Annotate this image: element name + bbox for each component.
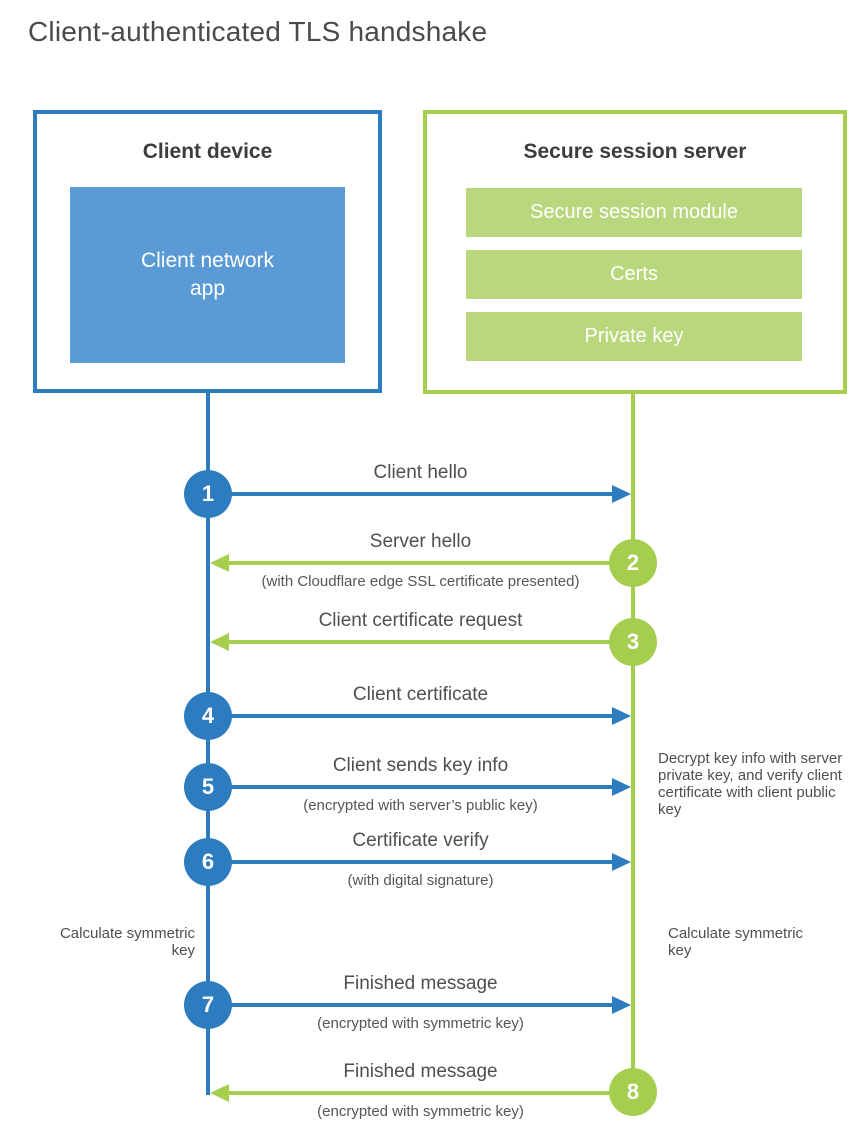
step-1-label: Client hello (373, 462, 468, 483)
client-network-app-label: Client network app (140, 249, 275, 300)
server-lifeline (631, 393, 635, 1092)
step-7-label: Finished message (343, 973, 498, 994)
step-2-label: Server hello (369, 531, 472, 552)
step-8-arrow (210, 1084, 633, 1102)
server-private-key-bar: Private key (466, 312, 802, 361)
arrow-shaft (226, 561, 633, 565)
arrowhead-left-icon (210, 633, 229, 651)
arrowhead-right-icon (612, 996, 631, 1014)
step-2-arrow (210, 554, 633, 572)
arrow-shaft (208, 1003, 615, 1007)
secure-session-server-box: Secure session server Secure session mod… (423, 110, 847, 394)
server-module-bar: Secure session module (466, 188, 802, 237)
client-lifeline (206, 392, 210, 1095)
arrow-shaft (208, 714, 615, 718)
arrowhead-right-icon (612, 707, 631, 725)
arrow-shaft (208, 860, 615, 864)
step-3-badge: 3 (609, 618, 657, 666)
step-6-arrow (208, 853, 631, 871)
step-4-arrow (208, 707, 631, 725)
step-4-badge: 4 (184, 692, 232, 740)
calc-symmetric-key-note-left: Calculate symmetric key (59, 925, 195, 959)
step-3-label: Client certificate request (318, 610, 523, 631)
step-6-label: Certificate verify (352, 830, 489, 851)
client-device-box: Client device Client network app (33, 110, 382, 393)
step-5-label: Client sends key info (332, 755, 509, 776)
arrow-shaft (208, 492, 615, 496)
step-8-badge: 8 (609, 1068, 657, 1116)
arrowhead-left-icon (210, 554, 229, 572)
arrow-shaft (208, 785, 615, 789)
step-1-badge: 1 (184, 470, 232, 518)
step-5-badge: 5 (184, 763, 232, 811)
arrowhead-right-icon (612, 778, 631, 796)
step-2-sublabel: (with Cloudflare edge SSL certificate pr… (261, 573, 580, 590)
client-network-app-box: Client network app (70, 187, 345, 363)
step-6-badge: 6 (184, 838, 232, 886)
decrypt-note: Decrypt key info with server private key… (658, 750, 843, 818)
step-4-label: Client certificate (352, 684, 489, 705)
step-5-arrow (208, 778, 631, 796)
step-7-badge: 7 (184, 981, 232, 1029)
arrowhead-left-icon (210, 1084, 229, 1102)
calc-symmetric-key-note-right: Calculate symmetric key (668, 925, 804, 959)
step-1-arrow (208, 485, 631, 503)
step-7-arrow (208, 996, 631, 1014)
step-3-arrow (210, 633, 633, 651)
step-8-label: Finished message (343, 1061, 498, 1082)
step-7-sublabel: (encrypted with symmetric key) (317, 1015, 524, 1032)
arrow-shaft (226, 1091, 633, 1095)
step-6-sublabel: (with digital signature) (347, 872, 494, 889)
arrowhead-right-icon (612, 485, 631, 503)
arrow-shaft (226, 640, 633, 644)
arrowhead-right-icon (612, 853, 631, 871)
page-title: Client-authenticated TLS handshake (28, 16, 488, 47)
server-certs-bar: Certs (466, 250, 802, 299)
step-5-sublabel: (encrypted with server’s public key) (303, 797, 538, 814)
client-device-title: Client device (142, 140, 273, 163)
server-title: Secure session server (523, 140, 747, 163)
step-2-badge: 2 (609, 539, 657, 587)
step-8-sublabel: (encrypted with symmetric key) (317, 1103, 524, 1120)
